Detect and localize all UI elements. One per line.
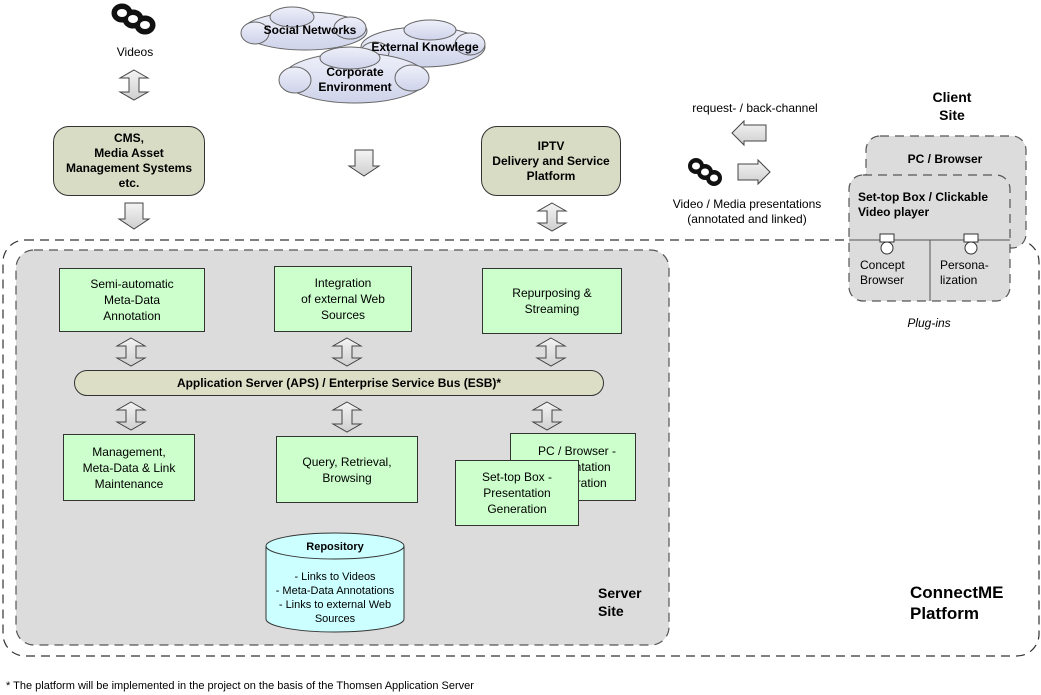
client-site-title: Client Site [932, 89, 972, 123]
double-arrow [331, 337, 363, 367]
repository-cylinder [265, 532, 405, 633]
repository-items: - Links to Videos - Meta-Data Annotation… [275, 571, 395, 625]
client-settop-label: Set-top Box / Clickable Video player [858, 190, 989, 219]
double-arrow [536, 202, 568, 232]
cloud-external-knowledge: External Knowlege [371, 39, 479, 54]
cloud-social-networks: Social Networks [263, 22, 357, 37]
repository-title: Repository [306, 541, 364, 553]
videos-label: Videos [116, 44, 154, 59]
down-arrow [347, 149, 381, 177]
double-arrow [331, 401, 363, 433]
integration-web-sources-box: Integration of external Web Sources [274, 266, 412, 332]
platform-title: ConnectME Platform [910, 583, 1004, 623]
concept-browser-plugin: Concept Browser [860, 258, 905, 287]
plugin-connector-icon [879, 233, 895, 255]
application-server-bus: Application Server (APS) / Enterprise Se… [74, 370, 604, 396]
film-reels-icon [688, 158, 722, 186]
film-reels-icon [111, 3, 156, 35]
repurposing-streaming-box: Repurposing & Streaming [482, 268, 622, 334]
video-presentations-label: Video / Media presentations (annotated a… [672, 197, 822, 226]
client-pc-browser-label: PC / Browser [907, 151, 983, 166]
personalization-plugin: Persona- lization [940, 258, 989, 287]
double-arrow [115, 401, 147, 431]
double-arrow [535, 337, 567, 367]
down-arrow [117, 202, 151, 230]
query-retrieval-box: Query, Retrieval, Browsing [276, 436, 418, 503]
left-arrow [731, 119, 767, 147]
management-box: Management, Meta-Data & Link Maintenance [63, 434, 195, 501]
platform-region [2, 239, 1040, 657]
server-site-title: Server Site [598, 585, 642, 619]
cloud-corporate-environment: Corporate Environment [318, 65, 392, 94]
request-backchannel-label: request- / back-channel [692, 100, 818, 115]
plugins-label: Plug-ins [907, 315, 951, 330]
settop-presentation-box: Set-top Box - Presentation Generation [455, 460, 579, 526]
client-settop-region [848, 174, 1011, 302]
double-arrow [118, 69, 150, 101]
iptv-box: IPTV Delivery and Service Platform [481, 126, 621, 196]
double-arrow [115, 337, 147, 367]
double-arrow [531, 401, 563, 431]
footnote: * The platform will be implemented in th… [6, 680, 474, 692]
semi-automatic-annotation-box: Semi-automatic Meta-Data Annotation [59, 268, 205, 332]
cloud-shape [240, 6, 486, 104]
cms-box: CMS, Media Asset Management Systems etc. [53, 126, 205, 196]
plugin-connector-icon [963, 233, 979, 255]
right-arrow [737, 158, 771, 186]
